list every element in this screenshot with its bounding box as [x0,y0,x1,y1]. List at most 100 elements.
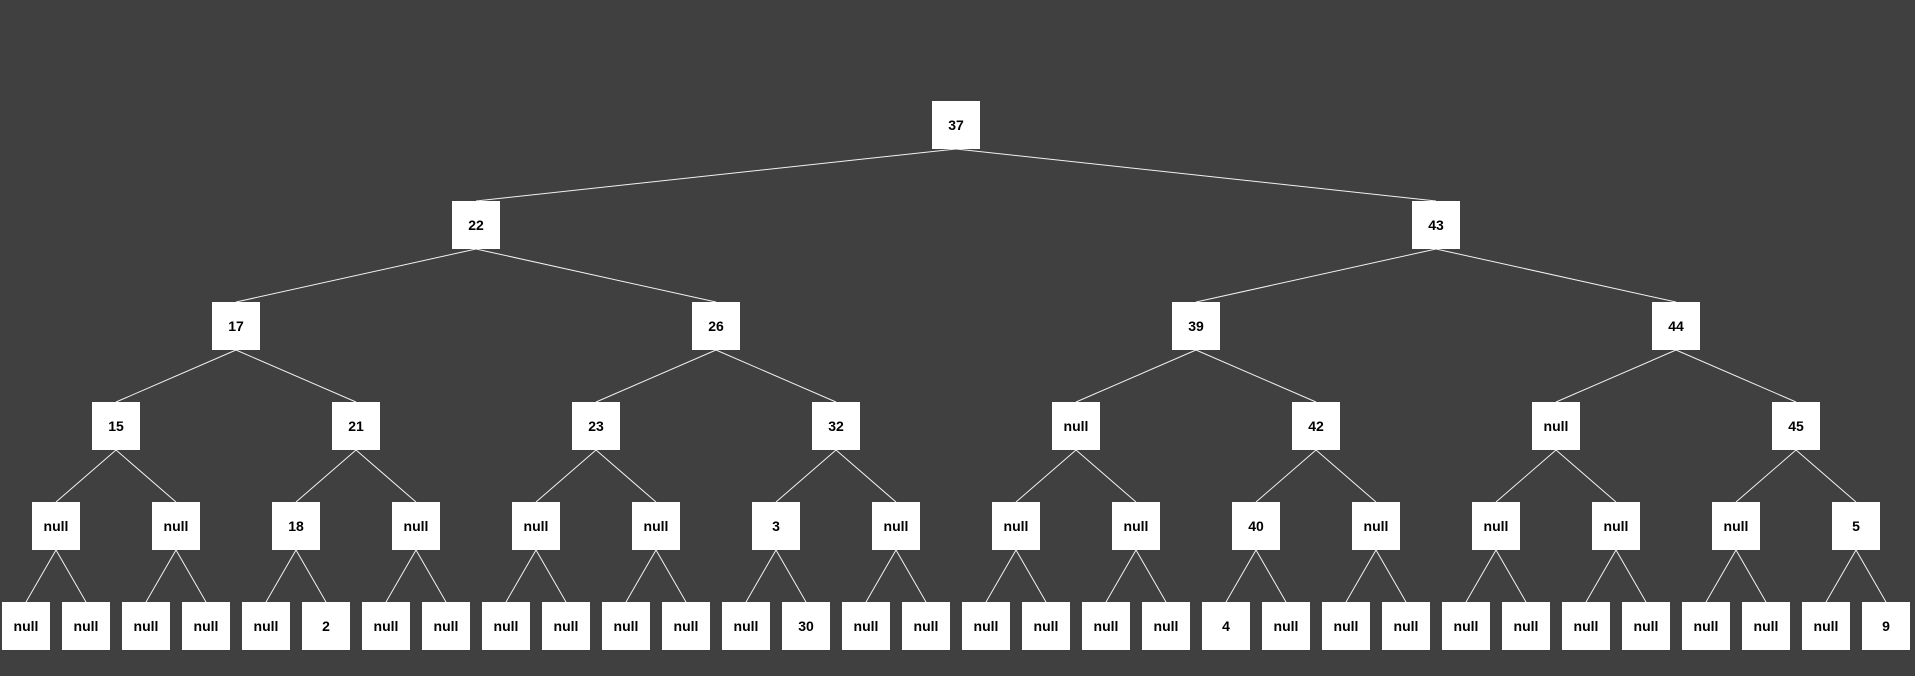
tree-edge [745,549,777,603]
tree-node: 43 [1412,201,1460,249]
tree-node: 26 [692,302,740,350]
tree-edge [1555,449,1617,503]
tree-node: 40 [1232,502,1280,550]
tree-edge [1345,549,1377,603]
tree-node-null: null [182,602,230,650]
tree-node-null: null [1382,602,1430,650]
tree-edge [475,148,957,202]
tree-node-null: null [1262,602,1310,650]
tree-edge [1675,349,1797,403]
tree-node: 15 [92,402,140,450]
tree-edge [595,449,657,503]
tree-edge [55,549,87,603]
tree-edge [1195,349,1317,403]
tree-node-null: null [392,502,440,550]
tree-node: 4 [1202,602,1250,650]
tree-node-null: null [422,602,470,650]
tree-node-null: null [1442,602,1490,650]
tree-edge [1495,449,1557,503]
tree-edge [775,549,807,603]
tree-edge [955,148,1437,202]
tree-edge [1825,549,1857,603]
tree-edge [1615,549,1647,603]
tree-edge [1015,449,1077,503]
tree-edge [55,449,117,503]
tree-edge [595,349,717,403]
tree-edge [535,549,567,603]
tree-node-null: null [962,602,1010,650]
tree-edge [1195,248,1437,303]
tree-node-null: null [1472,502,1520,550]
tree-node-null: null [872,502,920,550]
tree-node-null: null [1022,602,1070,650]
tree-edge [1465,549,1497,603]
tree-node-null: null [1532,402,1580,450]
tree-node-null: null [242,602,290,650]
tree-edge [295,449,357,503]
tree-node: 22 [452,201,500,249]
tree-node-null: null [842,602,890,650]
tree-edge [1435,248,1677,303]
tree-node-null: null [1352,502,1400,550]
tree-node: 37 [932,101,980,149]
tree-edge [1555,349,1677,403]
tree-edge [775,449,837,503]
tree-node-null: null [62,602,110,650]
tree-node: 23 [572,402,620,450]
tree-node-null: null [902,602,950,650]
tree-edge [1255,449,1317,503]
tree-node: 39 [1172,302,1220,350]
tree-edge [115,349,237,403]
tree-edge [1375,549,1407,603]
tree-edge [1315,449,1377,503]
tree-edge [235,248,477,303]
tree-node-null: null [122,602,170,650]
tree-edge [865,549,897,603]
tree-node-null: null [482,602,530,650]
tree-node: 2 [302,602,350,650]
tree-node: 5 [1832,502,1880,550]
tree-node: 30 [782,602,830,650]
tree-edge [985,549,1017,603]
tree-edge [25,549,57,603]
tree-edge [175,549,207,603]
tree-edge [505,549,537,603]
tree-edge [1735,449,1797,503]
tree-node-null: null [1502,602,1550,650]
tree-edge [1495,549,1527,603]
tree-edge [1225,549,1257,603]
tree-edge [235,349,357,403]
tree-node-null: null [722,602,770,650]
tree-node-null: null [1562,602,1610,650]
tree-edge [655,549,687,603]
tree-node-null: null [362,602,410,650]
tree-node-null: null [1322,602,1370,650]
tree-edge [1075,449,1137,503]
tree-edge [535,449,597,503]
tree-node-null: null [32,502,80,550]
tree-node: 44 [1652,302,1700,350]
tree-node-null: null [662,602,710,650]
tree-node: 9 [1862,602,1910,650]
tree-edge [115,449,177,503]
tree-node-null: null [1622,602,1670,650]
tree-edge [1015,549,1047,603]
tree-node-null: null [2,602,50,650]
tree-edge [895,549,927,603]
tree-node-null: null [992,502,1040,550]
tree-edge [415,549,447,603]
tree-edge [1795,449,1857,503]
tree-node-null: null [152,502,200,550]
tree-edge [265,549,297,603]
tree-node-null: null [1592,502,1640,550]
tree-edge [385,549,417,603]
tree-node: 45 [1772,402,1820,450]
tree-node-null: null [1142,602,1190,650]
tree-edge [1135,549,1167,603]
tree-node-null: null [1082,602,1130,650]
tree-edge [1105,549,1137,603]
tree-edge [475,248,717,303]
tree-node: 21 [332,402,380,450]
